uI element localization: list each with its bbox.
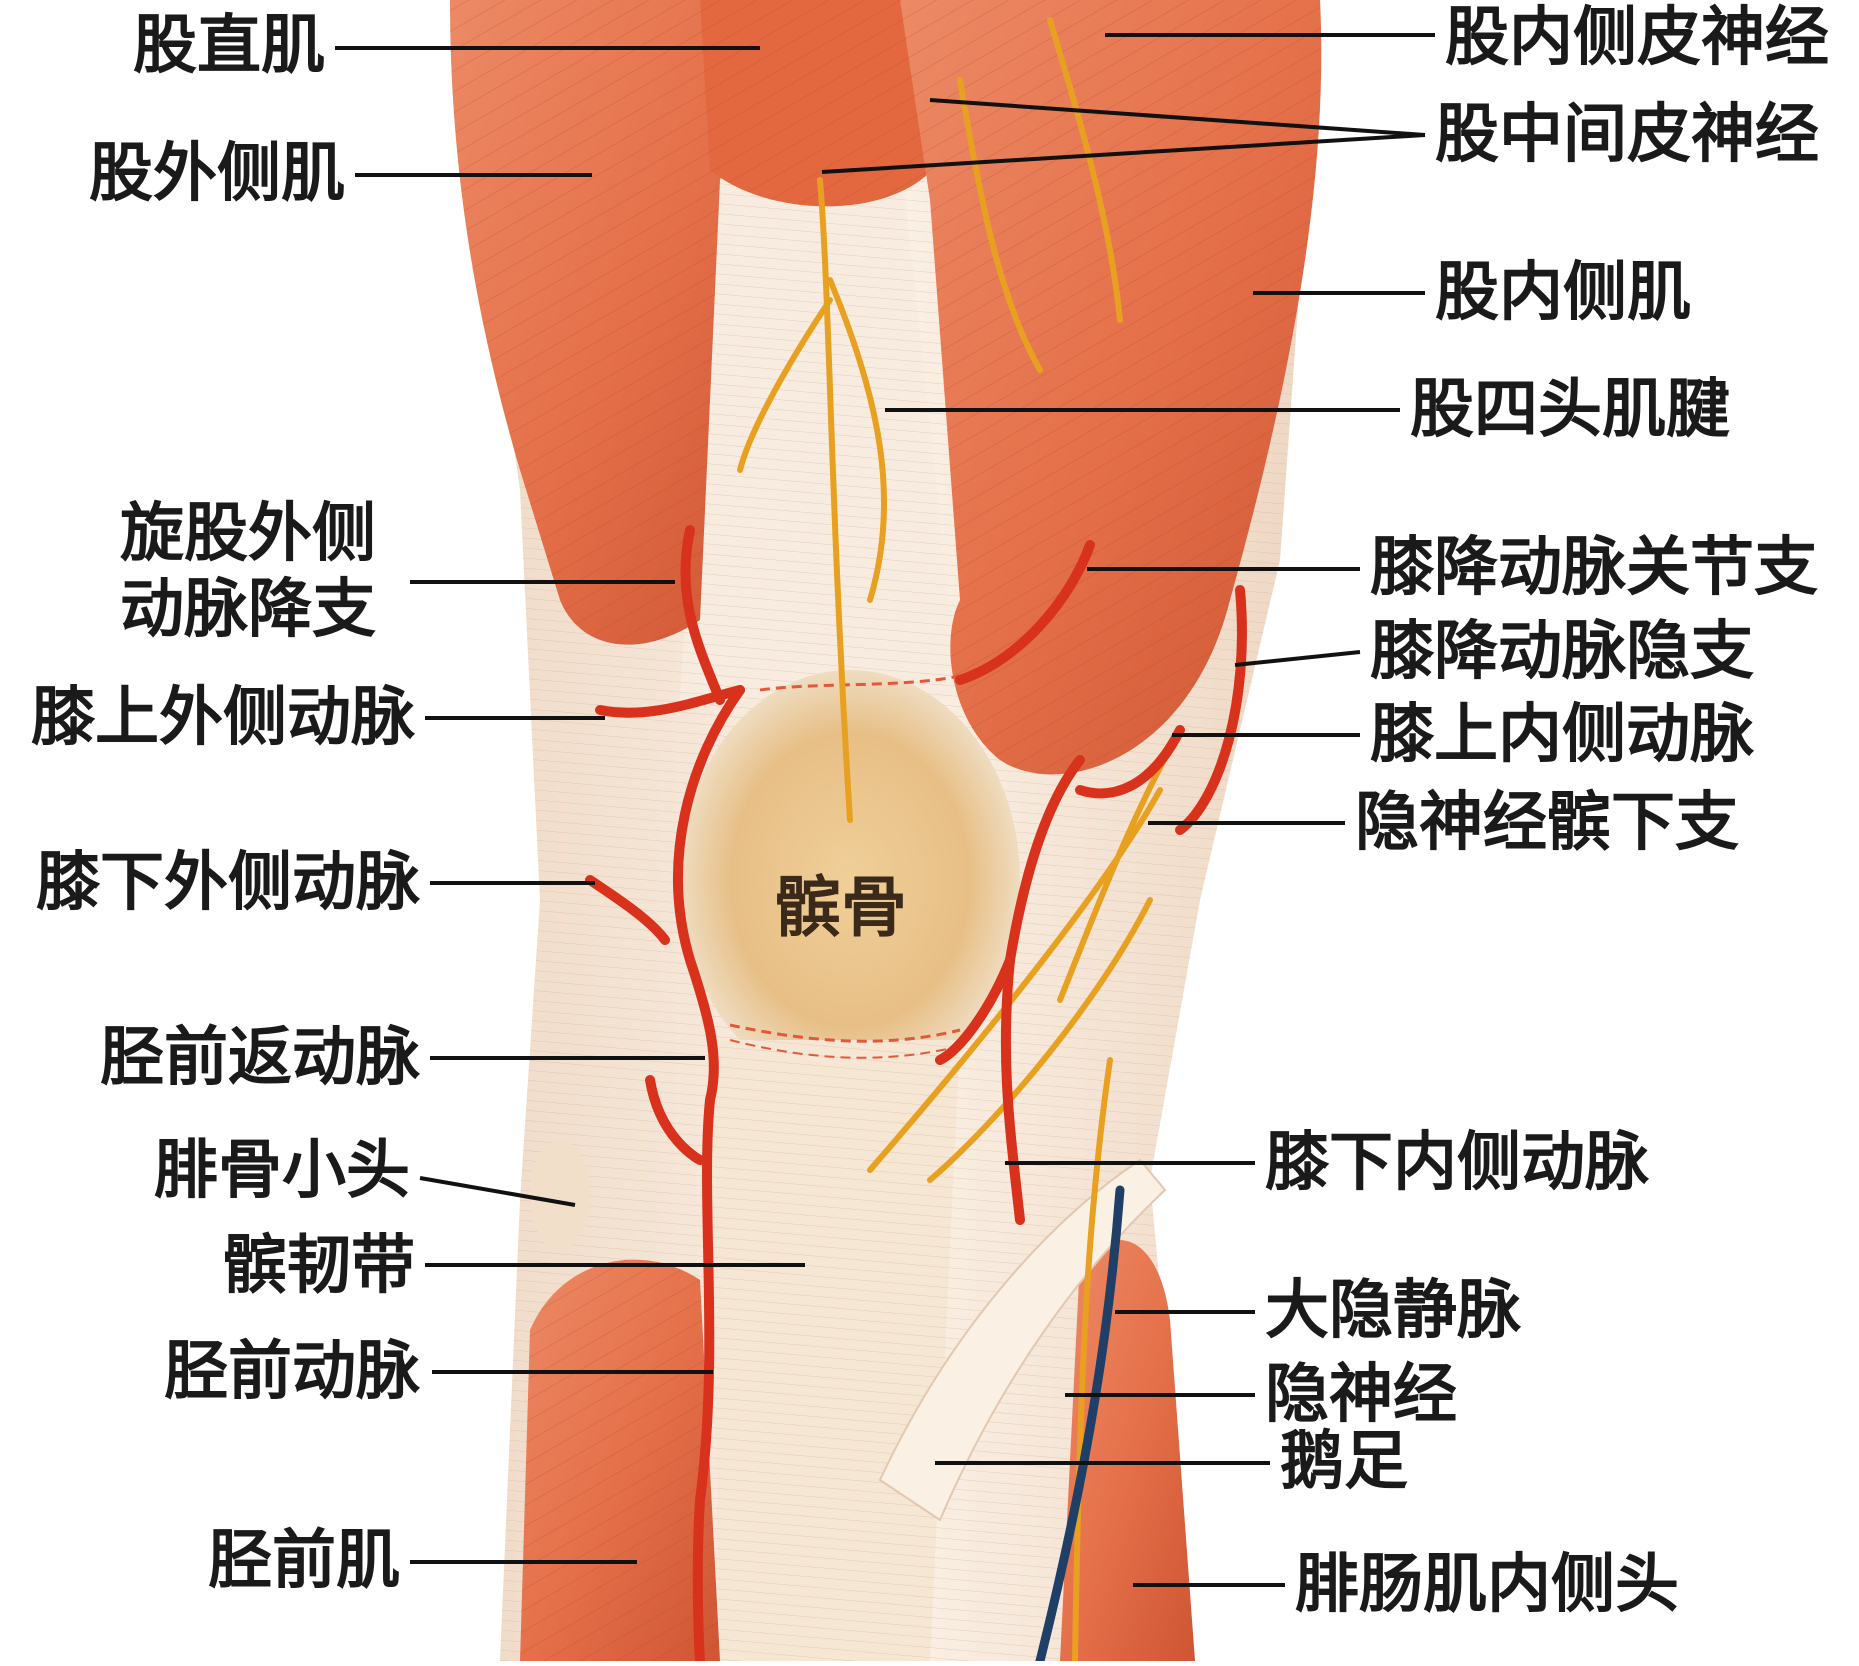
label-vastus-medialis: 股内侧肌 [1435,256,1691,330]
label-inf-lat-genicular-artery: 膝下外侧动脉 [36,846,420,920]
label-gastrocnemius-medial-head: 腓肠肌内侧头 [1295,1548,1679,1622]
leader-line [821,133,1426,174]
leader-line [419,1176,576,1207]
label-sup-med-genicular-artery: 膝上内侧动脉 [1370,698,1754,772]
label-lat-circ-femoral-desc: 旋股外侧 动脉降支 [120,497,376,647]
label-vastus-lateralis: 股外侧肌 [89,137,345,211]
great-saphenous-vein-shape [1035,1185,1125,1666]
label-infrapatellar-saphenous: 隐神经髌下支 [1355,786,1739,860]
arteries [585,525,1247,1666]
label-great-saphenous-vein: 大隐静脉 [1265,1274,1521,1348]
label-patellar-ligament: 髌韧带 [223,1229,415,1303]
label-medial-femoral-cutaneous-nerve: 股内侧皮神经 [1445,1,1829,75]
leader-line [1234,650,1361,667]
label-sup-lat-genicular-artery: 膝上外侧动脉 [31,681,415,755]
label-saphenous-nerve: 隐神经 [1265,1358,1457,1432]
label-tibialis-anterior: 胫前肌 [208,1524,400,1598]
label-rectus-femoris: 股直肌 [133,9,325,83]
gastrocnemius-medial-head-muscle [1060,1240,1195,1661]
label-inf-med-genicular-artery: 膝下内侧动脉 [1265,1126,1649,1200]
label-desc-genicular-saphenous: 膝降动脉隐支 [1370,615,1754,689]
label-ant-tibial-recurrent-artery: 胫前返动脉 [100,1021,420,1095]
label-anterior-tibial-artery: 胫前动脉 [164,1335,420,1409]
pes-anserinus-shape [878,1158,1167,1522]
patella-bone [680,670,1020,1090]
label-fibular-head: 腓骨小头 [154,1134,410,1208]
label-desc-genicular-articular: 膝降动脉关节支 [1370,531,1818,605]
label-patella: 髌骨 [775,869,907,946]
label-pes-anserinus: 鹅足 [1280,1425,1408,1499]
label-quadriceps-tendon: 股四头肌腱 [1410,373,1730,447]
label-intermediate-femoral-cutaneous-nerve: 股中间皮神经 [1435,98,1819,172]
fibular-head-shape [530,1140,590,1250]
leader-line [929,98,1426,137]
